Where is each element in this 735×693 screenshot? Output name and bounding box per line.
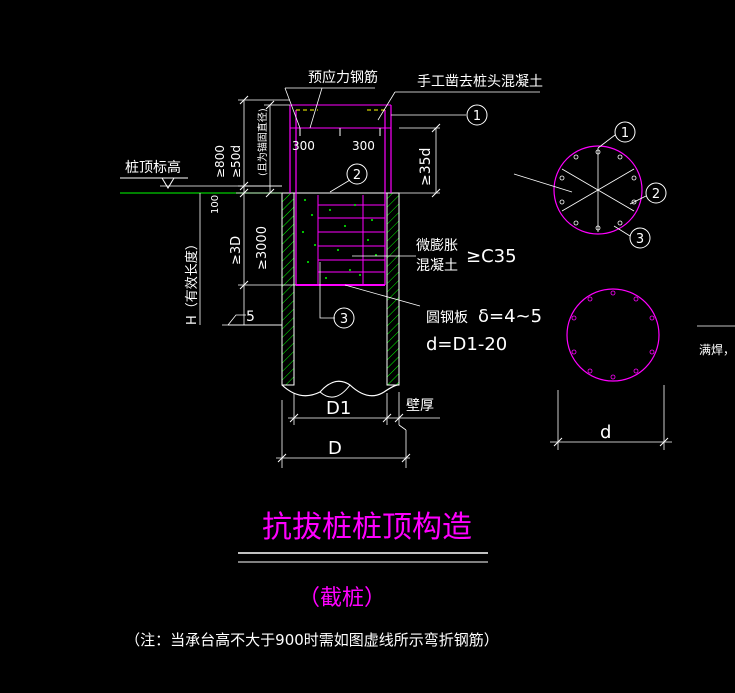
- label-300-left: 300: [292, 139, 315, 153]
- label-ge3d: ≥3D: [229, 236, 244, 265]
- pile-wall-right: [386, 192, 400, 386]
- label-pile-top-elevation: 桩顶标高: [125, 159, 181, 176]
- label-anchor-note: (且为锚固直径): [256, 108, 269, 176]
- cross-section-bottom: [550, 288, 672, 450]
- label-concrete: 混凝土: [416, 258, 458, 274]
- ground-line: [120, 185, 282, 194]
- bottom-dimensions: [276, 392, 440, 468]
- callout-1: 1: [466, 104, 488, 126]
- concrete-core: [289, 104, 392, 286]
- svg-text:2: 2: [652, 187, 660, 202]
- label-dim-5: 5: [246, 309, 255, 325]
- left-dimensions: [199, 99, 296, 326]
- label-dim-100: 100: [210, 195, 221, 214]
- drawing-note: （注：当承台高不大于900时需如图虚线所示弯折钢筋）: [125, 631, 499, 649]
- pile-section: [281, 192, 400, 398]
- label-grade: ≥C35: [466, 246, 517, 267]
- label-d-big: D: [328, 438, 342, 459]
- section-callout-1: 1: [614, 121, 636, 143]
- leaders: [284, 87, 540, 319]
- label-h-length: H（有效长度）: [184, 237, 200, 325]
- cross-section-top: [513, 134, 647, 237]
- right-dimension-35d: [399, 123, 441, 198]
- label-micro-expansion: 微膨胀: [416, 237, 458, 254]
- svg-text:满焊，: 满焊，: [699, 342, 735, 357]
- callout-3: 3: [333, 307, 355, 329]
- label-ge35d: ≥35d: [418, 148, 434, 186]
- elevation-marker: [120, 177, 188, 189]
- label-wall-thickness: 壁厚: [406, 398, 434, 414]
- svg-text:3: 3: [636, 232, 644, 247]
- svg-text:1: 1: [621, 126, 629, 141]
- label-ge800: ≥800: [213, 145, 227, 178]
- section-callout-2: 2: [645, 182, 667, 204]
- drawing-title: 抗拔桩桩顶构造: [262, 510, 472, 545]
- svg-text:2: 2: [353, 168, 361, 183]
- label-thickness: δ=4~5: [478, 306, 542, 327]
- label-manual-chisel: 手工凿去桩头混凝土: [417, 73, 543, 90]
- label-plate-dia: d=D1-20: [426, 334, 507, 355]
- callout-2: 2: [346, 163, 368, 185]
- drawing-subtitle: （截桩）: [298, 586, 386, 611]
- section-callout-3: 3: [629, 227, 651, 249]
- left-ticks: [239, 95, 275, 290]
- pile-wall-left: [281, 192, 295, 386]
- label-prestressed-rebar: 预应力钢筋: [308, 69, 378, 86]
- svg-text:3: 3: [340, 312, 348, 327]
- label-steel-plate: 圆钢板: [426, 310, 468, 326]
- label-ge3000: ≥3000: [255, 226, 270, 270]
- full-weld-note: 满焊，: [697, 325, 735, 357]
- label-300-right: 300: [352, 139, 375, 153]
- label-d1: D1: [326, 398, 351, 419]
- top-300-ticks: [299, 128, 381, 136]
- svg-text:1: 1: [473, 109, 481, 124]
- pile-break-line: [281, 380, 400, 397]
- label-ge50d: ≥50d: [229, 145, 243, 178]
- label-d-small: d: [600, 422, 611, 443]
